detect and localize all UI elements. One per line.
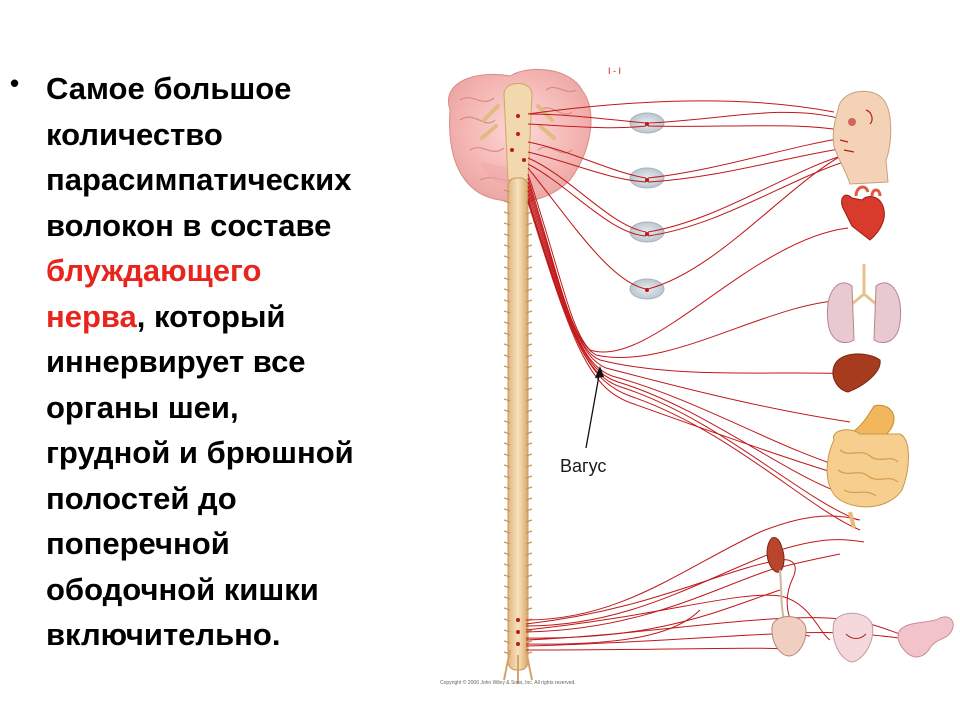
vagus-pointer: [585, 366, 604, 449]
bullet-line: грудной и брюшной: [46, 430, 430, 476]
lungs-illustration: [826, 264, 902, 344]
parasympathetic-diagram: I - I: [447, 66, 954, 684]
ganglia: [629, 112, 665, 300]
vertebra-mark: [503, 266, 533, 270]
bullet-line: поперечной: [46, 521, 430, 567]
vagus-label: Вагус: [560, 456, 607, 476]
vertebra-mark: [503, 585, 533, 589]
heart-illustration: [841, 185, 885, 241]
top-marker: I - I: [608, 66, 621, 76]
bullet-line: количество: [46, 112, 430, 158]
vertebra-mark: [503, 343, 533, 347]
text-segment: количество: [46, 116, 223, 152]
bullet-line: полостей до: [46, 476, 430, 522]
vertebra-mark: [503, 321, 533, 325]
nerve-fibers: [525, 100, 931, 651]
text-segment: Самое большое: [46, 71, 292, 106]
text-segment: поперечной: [46, 526, 230, 561]
vertebra-mark: [503, 365, 533, 369]
text-segment: включительно.: [46, 617, 281, 652]
vertebra-mark: [503, 640, 533, 644]
liver-illustration: [832, 353, 881, 393]
vertebra-mark: [503, 398, 533, 402]
vertebra-mark: [503, 519, 533, 523]
spinal-cord: [503, 177, 533, 684]
vertebra-mark: [503, 497, 533, 501]
vertebra-mark: [503, 607, 533, 611]
vertebra-mark: [503, 299, 533, 303]
vertebra-mark: [503, 486, 533, 490]
highlighted-term: блуждающего: [46, 253, 262, 288]
vertebra-mark: [503, 387, 533, 391]
bullet-line: иннервирует все: [46, 339, 430, 385]
vertebra-mark: [503, 563, 533, 567]
vertebra-mark: [503, 255, 533, 259]
kidney-illustration: [766, 537, 787, 627]
text-segment: , который: [136, 298, 286, 334]
vertebra-mark: [503, 420, 533, 424]
bullet-line: Самое большое: [46, 66, 430, 112]
text-segment: полостей до: [46, 480, 237, 516]
vertebra-mark: [503, 475, 533, 479]
vertebra-mark: [503, 574, 533, 578]
bullet-line: парасимпатических: [46, 157, 430, 203]
bullet-line: органы шеи,: [46, 385, 430, 431]
vertebra-mark: [503, 376, 533, 380]
head-illustration: [832, 90, 892, 185]
vertebra-mark: [503, 244, 533, 248]
bullet-line: волокон в составе: [46, 203, 430, 249]
vertebra-mark: [503, 332, 533, 336]
bladder-illustration: [771, 616, 807, 657]
digestive-illustration: [826, 404, 909, 529]
brainstem: [480, 83, 556, 181]
text-segment: иннервирует все: [46, 344, 306, 379]
bullet-line: нерва, который: [46, 294, 430, 340]
vertebra-mark: [503, 354, 533, 358]
text-segment: парасимпатических: [46, 162, 352, 197]
bullet-marker: •: [10, 68, 20, 98]
vertebra-mark: [503, 222, 533, 226]
text-segment: волокон в составе: [46, 207, 332, 243]
copyright-notice: Copyright © 2006 John Wiley & Sons, Inc.…: [440, 680, 576, 686]
vertebra-mark: [503, 233, 533, 237]
vertebra-mark: [503, 508, 533, 512]
vertebra-mark: [503, 409, 533, 413]
vertebra-mark: [503, 552, 533, 556]
vertebra-mark: [503, 541, 533, 545]
highlighted-term: нерва: [46, 298, 137, 334]
text-segment: грудной и брюшной: [46, 435, 354, 470]
vertebra-mark: [503, 277, 533, 281]
vertebra-mark: [503, 442, 533, 446]
bullet-line: включительно.: [46, 612, 430, 658]
bullet-line: ободочной кишки: [46, 567, 430, 613]
text-segment: органы шеи,: [46, 389, 239, 425]
vertebra-mark: [503, 596, 533, 600]
vertebra-mark: [503, 453, 533, 457]
bullet-paragraph: Самое большое количество парасимпатических…: [46, 66, 430, 658]
vertebra-mark: [503, 530, 533, 534]
text-segment: ободочной кишки: [46, 571, 319, 607]
vertebra-mark: [503, 464, 533, 468]
vertebra-mark: [503, 431, 533, 435]
fiber-dots: [510, 114, 649, 646]
bullet-line: блуждающего: [46, 248, 430, 294]
vertebra-mark: [503, 288, 533, 292]
reproductive-illustration: [832, 612, 954, 663]
vertebra-mark: [503, 310, 533, 314]
